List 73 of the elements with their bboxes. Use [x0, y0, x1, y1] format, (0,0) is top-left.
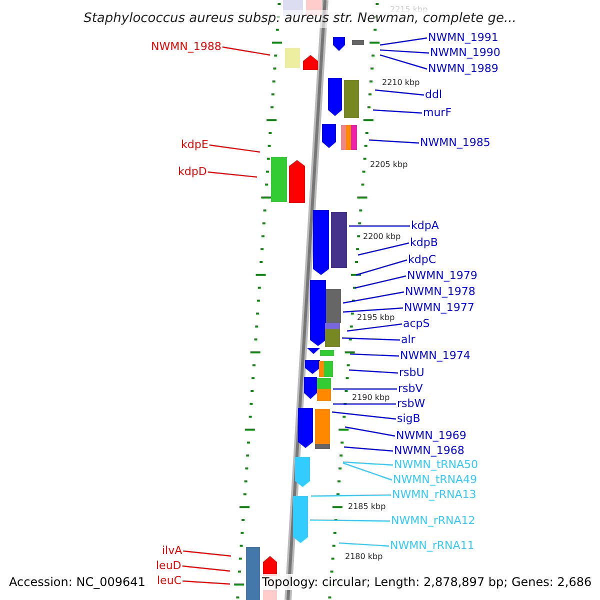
- leader-line: [342, 462, 392, 481]
- scale-label: 2195 kbp: [357, 312, 395, 322]
- leader-line: [350, 353, 400, 357]
- gene-label: leuD: [156, 559, 182, 573]
- leader-line: [344, 446, 394, 452]
- gene-label: NWMN_1988: [151, 40, 222, 54]
- gene-label: NWMN_1974: [400, 349, 470, 363]
- leader-line: [358, 242, 410, 256]
- gene-label: NWMN_tRNA49: [393, 473, 478, 487]
- leader-line: [342, 307, 404, 313]
- leader-line: [374, 89, 424, 96]
- gene-label: NWMN_1978: [405, 285, 476, 299]
- gene-label: NWMN_1977: [404, 301, 474, 315]
- leader-line: [209, 144, 260, 153]
- leader-line: [310, 519, 390, 522]
- leader-line: [338, 542, 390, 547]
- gene-label: NWMN_tRNA50: [394, 458, 478, 472]
- leader-line: [346, 323, 402, 332]
- leader-line: [372, 109, 422, 114]
- leader-line: [344, 426, 396, 437]
- scale-label: 2185 kbp: [348, 502, 386, 510]
- leader-line: [222, 46, 270, 56]
- leader-line: [333, 403, 396, 405]
- accession-label: Accession: NC_009641: [9, 574, 146, 590]
- leader-line: [183, 550, 232, 557]
- scale-label: 2200 kbp: [363, 232, 401, 240]
- leader-line: [342, 291, 404, 304]
- leader-line: [208, 171, 258, 178]
- leader-line: [380, 54, 428, 70]
- gene-label: acpS: [403, 317, 430, 331]
- scale-label: 2180 kbp: [345, 552, 383, 560]
- gene-label: alr: [401, 333, 416, 347]
- gene-label: kdpA: [411, 219, 439, 233]
- gene-label: kdpD: [178, 165, 207, 179]
- leader-line: [368, 139, 420, 144]
- gene-label: NWMN_1969: [396, 429, 466, 443]
- leader-line: [348, 369, 398, 374]
- leader-line: [354, 275, 406, 289]
- gene-label: NWMN_1979: [407, 269, 478, 283]
- leader-line: [342, 461, 394, 466]
- gene-label: NWMN_rRNA13: [392, 488, 476, 502]
- leader-line: [349, 225, 410, 227]
- scale-label: 2210 kbp: [382, 78, 420, 86]
- scale-label: 2205 kbp: [370, 160, 408, 168]
- gene-label: rsbW: [397, 397, 426, 411]
- leader-line: [182, 565, 230, 572]
- genome-info-label: Topology: circular; Length: 2,878,897 bp; Genes: 2,686: [262, 574, 592, 590]
- gene-label: NWMN_1968: [394, 444, 464, 458]
- gene-label: leuC: [157, 574, 182, 588]
- gene-label: NWMN_1989: [428, 62, 498, 76]
- gene-label: ilvA: [162, 544, 182, 558]
- gene-label: NWMN_rRNA11: [390, 539, 474, 553]
- leader-line: [311, 494, 391, 497]
- gene-label: ddl: [425, 88, 442, 102]
- gene-label: NWMN_1991: [428, 31, 498, 45]
- leader-line: [182, 580, 230, 585]
- gene-label: rsbU: [399, 366, 424, 380]
- gene-label: kdpB: [410, 236, 438, 250]
- gene-label: NWMN_1990: [430, 46, 500, 60]
- gene-label: rsbV: [398, 382, 423, 396]
- gene-label: kdpC: [408, 253, 436, 267]
- gene-label: sigB: [397, 412, 420, 426]
- gene-label: NWMN_1985: [420, 136, 490, 150]
- leader-line: [332, 411, 396, 420]
- leader-line: [342, 337, 400, 341]
- gene-label: kdpE: [181, 138, 208, 152]
- gene-label: murF: [423, 106, 452, 120]
- leader-line: [380, 37, 428, 46]
- scale-label: 2190 kbp: [352, 392, 390, 402]
- leader-line: [333, 388, 397, 390]
- gene-label: NWMN_rRNA12: [391, 514, 476, 528]
- leader-line: [380, 49, 430, 54]
- leader-line: [356, 259, 408, 276]
